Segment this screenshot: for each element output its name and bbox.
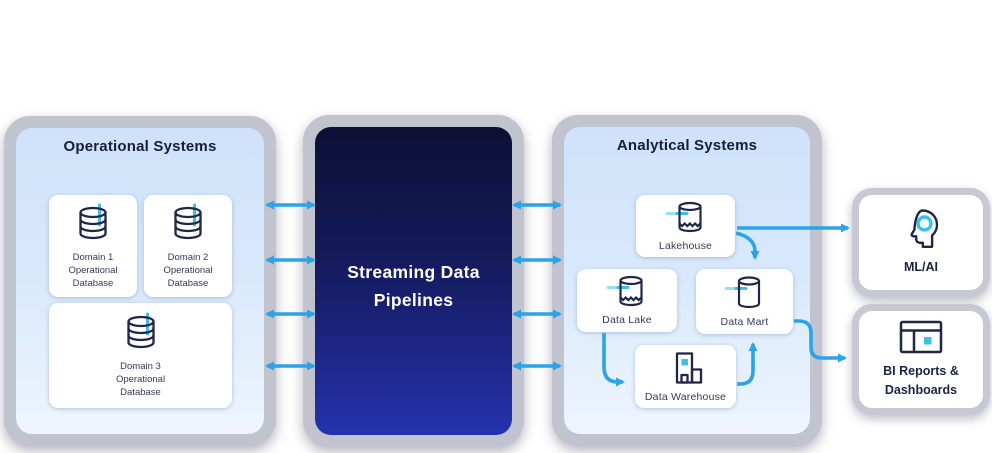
domain3-database-card: Domain 3 Operational Database: [49, 303, 232, 408]
data-mart-icon: [724, 276, 760, 309]
ml-ai-card-body: ML/AI: [859, 195, 983, 290]
data-lake-card: Data Lake: [577, 269, 677, 332]
domain2-database-label: Domain 2 Operational Database: [163, 251, 213, 289]
lakehouse-icon: [665, 201, 702, 232]
streaming-pipelines-title: Streaming Data Pipelines: [347, 262, 480, 310]
operational-systems-title: Operational Systems: [63, 138, 217, 155]
domain3-database-label: Domain 3 Operational Database: [115, 361, 166, 398]
data-warehouse-card: Data Warehouse: [635, 345, 736, 408]
bi-reports-card: BI Reports & Dashboards: [852, 304, 990, 415]
bi-reports-label: BI Reports & Dashboards: [883, 363, 959, 397]
streaming-panel-body: Streaming Data Pipelines: [315, 127, 512, 435]
warehouse-icon: [675, 352, 702, 384]
data-mart-card: Data Mart: [696, 269, 793, 334]
data-mart-label: Data Mart: [720, 316, 769, 328]
lakehouse-card: Lakehouse: [636, 195, 735, 257]
ml-ai-head-icon: [910, 209, 939, 249]
domain2-database-card: Domain 2 Operational Database: [144, 195, 232, 297]
domain1-database-card: Domain 1 Operational Database: [49, 195, 137, 297]
ml-ai-card: ML/AI: [852, 188, 990, 297]
bi-reports-card-body: BI Reports & Dashboards: [859, 311, 983, 408]
domain1-database-label: Domain 1 Operational Database: [68, 251, 118, 289]
database-icon: [126, 312, 155, 349]
data-lake-label: Data Lake: [602, 314, 652, 326]
data-lake-icon: [606, 275, 643, 307]
database-icon: [174, 203, 202, 239]
ml-ai-label: ML/AI: [903, 260, 939, 275]
streaming-pipelines-panel: Streaming Data Pipelines: [303, 115, 524, 447]
bi-dashboard-icon: [899, 320, 943, 353]
data-warehouse-label: Data Warehouse: [644, 391, 727, 403]
analytical-systems-title: Analytical Systems: [616, 137, 758, 154]
lakehouse-label: Lakehouse: [658, 239, 713, 252]
database-icon: [79, 203, 107, 239]
